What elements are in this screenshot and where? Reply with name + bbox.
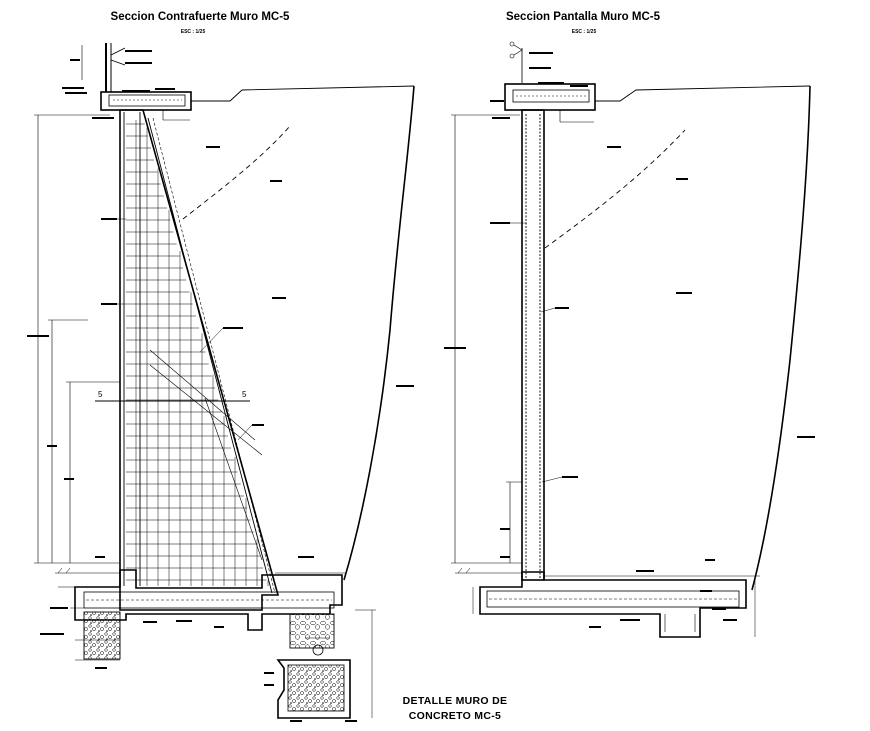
ground-hatch xyxy=(57,567,471,574)
right-section-title: Seccion Pantalla Muro MC-5 xyxy=(506,11,661,23)
left-excavation-slope xyxy=(343,85,415,581)
wall-stem xyxy=(521,109,545,581)
cap-beam-right xyxy=(504,83,596,111)
buttress-rebar-callouts xyxy=(101,146,376,722)
gravel-base-left xyxy=(83,611,121,660)
ground-surface xyxy=(191,85,415,102)
cantilever-section xyxy=(444,41,811,638)
rebar-diagonal xyxy=(149,364,263,456)
right-scale-note: ESC : 1/25 xyxy=(572,29,597,35)
left-slip-line xyxy=(182,125,291,220)
right-slip-line xyxy=(544,129,686,249)
buttress-outline xyxy=(119,109,280,611)
detail-title-line1: DETALLE MURO DE xyxy=(403,695,508,707)
section-mark-left: 5 xyxy=(98,390,103,399)
buttress-rebar-grid xyxy=(126,120,269,586)
section-mark-right: 5 xyxy=(242,390,247,399)
right-dimensions xyxy=(444,114,756,637)
ground-surface-right xyxy=(595,85,811,102)
rebar-diagonal xyxy=(149,349,256,441)
left-section-title: Seccion Contrafuerte Muro MC-5 xyxy=(111,11,291,23)
detail-title-line2: CONCRETO MC-5 xyxy=(409,710,501,722)
right-excavation-slope xyxy=(751,85,811,591)
left-scale-note: ESC : 1/25 xyxy=(181,29,206,35)
buttress-section: 5 5 xyxy=(27,43,415,722)
railing-post xyxy=(62,43,152,94)
railing-post-right xyxy=(490,41,553,119)
drain-gravel-upper xyxy=(289,613,335,649)
footing xyxy=(55,569,345,631)
footing-right xyxy=(455,571,760,638)
left-dimensions xyxy=(27,114,120,669)
rebar-diagonal xyxy=(204,397,263,561)
drainage-trench xyxy=(276,637,351,719)
stem-rebar-callouts xyxy=(490,146,692,572)
